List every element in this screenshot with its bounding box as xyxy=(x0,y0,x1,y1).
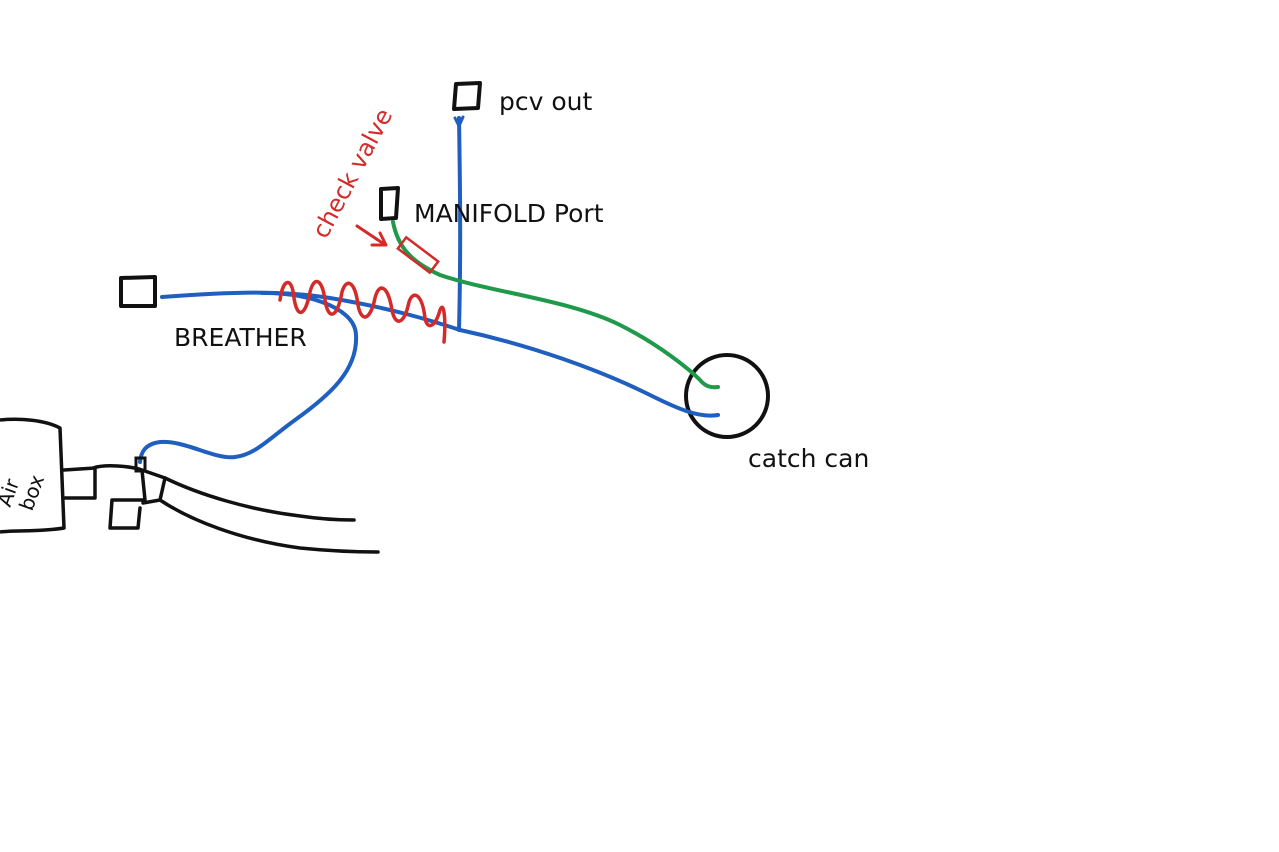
check-valve xyxy=(396,235,440,275)
catch-can xyxy=(684,353,770,439)
manifold-port xyxy=(379,186,400,221)
air-box xyxy=(0,417,66,534)
heater-coil xyxy=(278,279,447,344)
air-box-label-line2: box xyxy=(14,471,49,513)
pcv-out-hose-tip xyxy=(453,115,465,130)
breather-port xyxy=(119,275,157,308)
breather-label: BREATHER xyxy=(174,323,307,352)
pcv-out-port xyxy=(452,81,482,111)
catch-can-label: catch can xyxy=(748,444,869,473)
intake-coupler xyxy=(62,464,167,530)
intake-tube xyxy=(158,476,380,554)
check-valve-arrow-icon xyxy=(355,224,388,247)
breather-nipple xyxy=(134,456,147,473)
pcv-out-label: pcv out xyxy=(499,87,592,116)
check-valve-label: check valve xyxy=(307,104,399,243)
pcv-out-hose xyxy=(457,116,463,332)
manifold-port-label: MANIFOLD Port xyxy=(414,199,604,228)
manifold-to-catch-can-hose xyxy=(391,220,720,390)
breather-to-airbox-hose xyxy=(138,290,359,464)
